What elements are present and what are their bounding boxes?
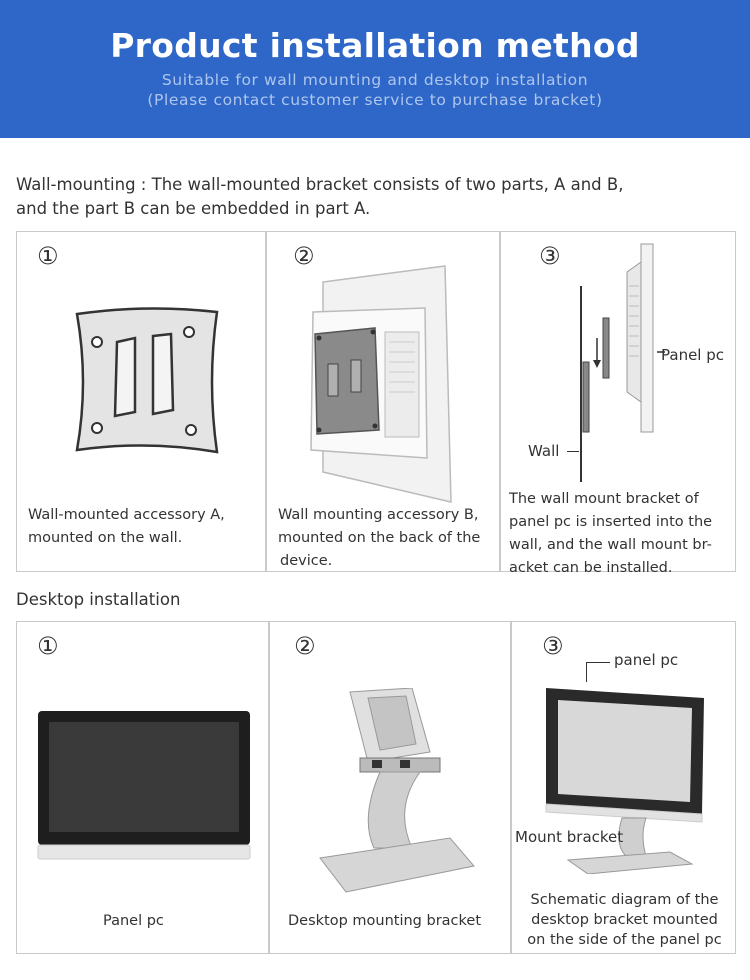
page-title: Product installation method: [110, 26, 640, 65]
step-number: ①: [37, 632, 59, 660]
wall-description-line-1: Wall-mounting : The wall-mounted bracket…: [16, 175, 624, 194]
bracket-b-illustration: [310, 265, 452, 503]
header-banner: Product installation method Suitable for…: [0, 0, 750, 138]
caption-line: Schematic diagram of the: [530, 892, 719, 908]
caption-line: device.: [280, 553, 333, 569]
panel-pc-leader-line: [586, 662, 587, 682]
wall-mounting-description: Wall-mounting : The wall-mounted bracket…: [16, 173, 736, 221]
desktop-step-3-panel: ③ panel pc Mount bracket Schematic diagr…: [511, 621, 736, 954]
panel-pc-label: Panel pc: [661, 346, 725, 364]
caption-line: mounted on the back of the: [278, 530, 481, 546]
step-number: ②: [293, 242, 315, 270]
banner-subtitle: Suitable for wall mounting and desktop i…: [161, 71, 589, 89]
wall-step-2-caption: Wall mounting accessory B, mounted on th…: [278, 504, 480, 573]
caption-line: The wall mount bracket of: [509, 491, 699, 507]
mount-bracket-label: Mount bracket: [515, 828, 624, 846]
wall-step-3-panel: ③ Panel pc Wall The wall mount bracket o…: [500, 231, 736, 576]
desktop-step-1-panel: ① Panel pc: [16, 621, 269, 954]
banner-note: (Please contact customer service to purc…: [147, 91, 603, 109]
step-number: ②: [294, 632, 316, 660]
panel-pc-illustration: [37, 711, 251, 860]
desktop-step-1-caption: Panel pc: [103, 913, 164, 929]
wall-label-arrow: [567, 451, 579, 452]
caption-line: on the side of the panel pc: [527, 932, 722, 948]
wall-step-2-panel: ② Wall mounting accessory B, mounted on …: [266, 231, 500, 572]
caption-line: panel pc is inserted into the: [509, 514, 713, 530]
caption-line: Wall mounting accessory B,: [278, 507, 479, 523]
desktop-installation-title: Desktop installation: [16, 590, 181, 609]
wall-description-line-2: and the part B can be embedded in part A…: [16, 199, 371, 218]
wall-label: Wall: [528, 442, 560, 460]
step-number: ③: [542, 632, 564, 660]
panel-with-stand-illustration: [545, 688, 704, 874]
desktop-stand-illustration: [319, 688, 475, 893]
panel-pc-leader-line: [586, 662, 610, 663]
wall-step-3-caption: The wall mount bracket of panel pc is in…: [509, 488, 712, 580]
caption-line: mounted on the wall.: [28, 530, 183, 546]
desktop-step-2-caption: Desktop mounting bracket: [288, 913, 482, 929]
wall-step-1-caption: Wall-mounted accessory A, mounted on the…: [28, 504, 225, 550]
caption-line: Wall-mounted accessory A,: [28, 507, 225, 523]
wall-step-1-panel: ① Wall-mounted accessory A, mounted on t…: [16, 231, 266, 572]
step-number: ③: [539, 242, 561, 270]
bracket-a-illustration: [75, 307, 219, 454]
side-view-illustration: [580, 243, 665, 482]
caption-line: acket can be installed.: [509, 560, 673, 576]
desktop-step-2-panel: ② Desktop mounting bracket: [269, 621, 511, 954]
step-number: ①: [37, 242, 59, 270]
caption-line: wall, and the wall mount br-: [509, 537, 712, 553]
panel-pc-label: panel pc: [614, 651, 679, 669]
caption-line: desktop bracket mounted: [531, 912, 718, 928]
desktop-step-3-caption: Schematic diagram of the desktop bracket…: [518, 890, 731, 950]
